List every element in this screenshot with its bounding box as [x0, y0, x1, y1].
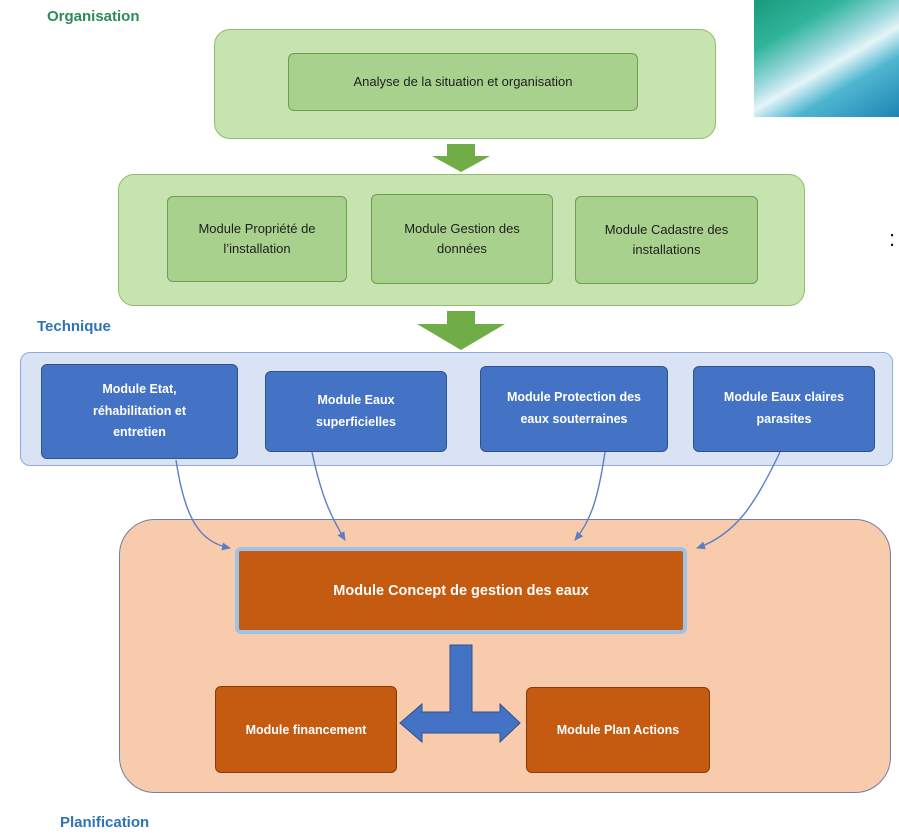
- module-protection-eaux-box: Module Protection des eaux souterraines: [480, 366, 668, 452]
- module-financement-box: Module financement: [215, 686, 397, 773]
- module-eaux-superficielles-line-1: Module Eaux: [317, 392, 395, 407]
- module-concept-gestion-box: Module Concept de gestion des eaux: [235, 547, 687, 634]
- module-eaux-claires-line-1: Module Eaux claires: [723, 390, 845, 405]
- decorative-corner-image: [754, 0, 899, 117]
- module-eaux-claires-box: Module Eaux claires parasites: [693, 366, 875, 452]
- section-label-technique: Technique: [37, 318, 111, 335]
- module-plan-actions-box: Module Plan Actions: [526, 687, 710, 773]
- section-label-organisation: Organisation: [47, 8, 140, 25]
- module-protection-eaux-line-2: eaux souterraines: [520, 412, 628, 426]
- green-down-arrow-1: [432, 144, 490, 172]
- module-gestion-donnees-line-2: données: [437, 241, 487, 256]
- module-propriete-line-2: l’installation: [223, 241, 291, 256]
- module-gestion-donnees-line-1: Module Gestion des: [404, 220, 520, 236]
- module-concept-gestion-label: Module Concept de gestion des eaux: [333, 582, 589, 599]
- module-plan-actions-label: Module Plan Actions: [556, 723, 680, 737]
- module-etat-line-1: Module Etat,: [102, 381, 177, 396]
- module-gestion-donnees-box: Module Gestion des données: [371, 194, 553, 284]
- connector-protection-to-concept: [574, 451, 606, 541]
- module-etat-line-3: entretien: [113, 425, 166, 440]
- green-down-arrow-2: [417, 311, 505, 350]
- connector-superficielles-to-concept: [311, 451, 346, 541]
- module-financement-label: Module financement: [245, 722, 367, 737]
- split-arrow: [399, 644, 521, 744]
- module-propriete-box: Module Propriété de l’installation: [167, 196, 347, 282]
- module-cadastre-line-2: installations: [632, 242, 701, 257]
- module-eaux-superficielles-box: Module Eaux superficielles: [265, 371, 447, 452]
- edge-colon-glyph: :: [889, 226, 896, 251]
- module-protection-eaux-line-1: Module Protection des: [506, 390, 642, 405]
- module-eaux-superficielles-line-2: superficielles: [316, 414, 396, 429]
- analyse-situation-label: Analyse de la situation et organisation: [353, 73, 573, 89]
- module-etat-box: Module Etat, réhabilitation et entretien: [41, 364, 238, 459]
- module-cadastre-line-1: Module Cadastre des: [604, 221, 729, 237]
- module-eaux-claires-line-2: parasites: [756, 412, 812, 426]
- connector-eaux-claires-to-concept: [696, 451, 781, 550]
- analyse-situation-box: Analyse de la situation et organisation: [288, 53, 638, 111]
- module-propriete-line-1: Module Propriété de: [198, 220, 316, 236]
- connector-etat-to-concept: [175, 459, 231, 551]
- module-cadastre-box: Module Cadastre des installations: [575, 196, 758, 284]
- section-label-planification: Planification: [60, 814, 150, 831]
- module-etat-line-2: réhabilitation et: [92, 403, 187, 418]
